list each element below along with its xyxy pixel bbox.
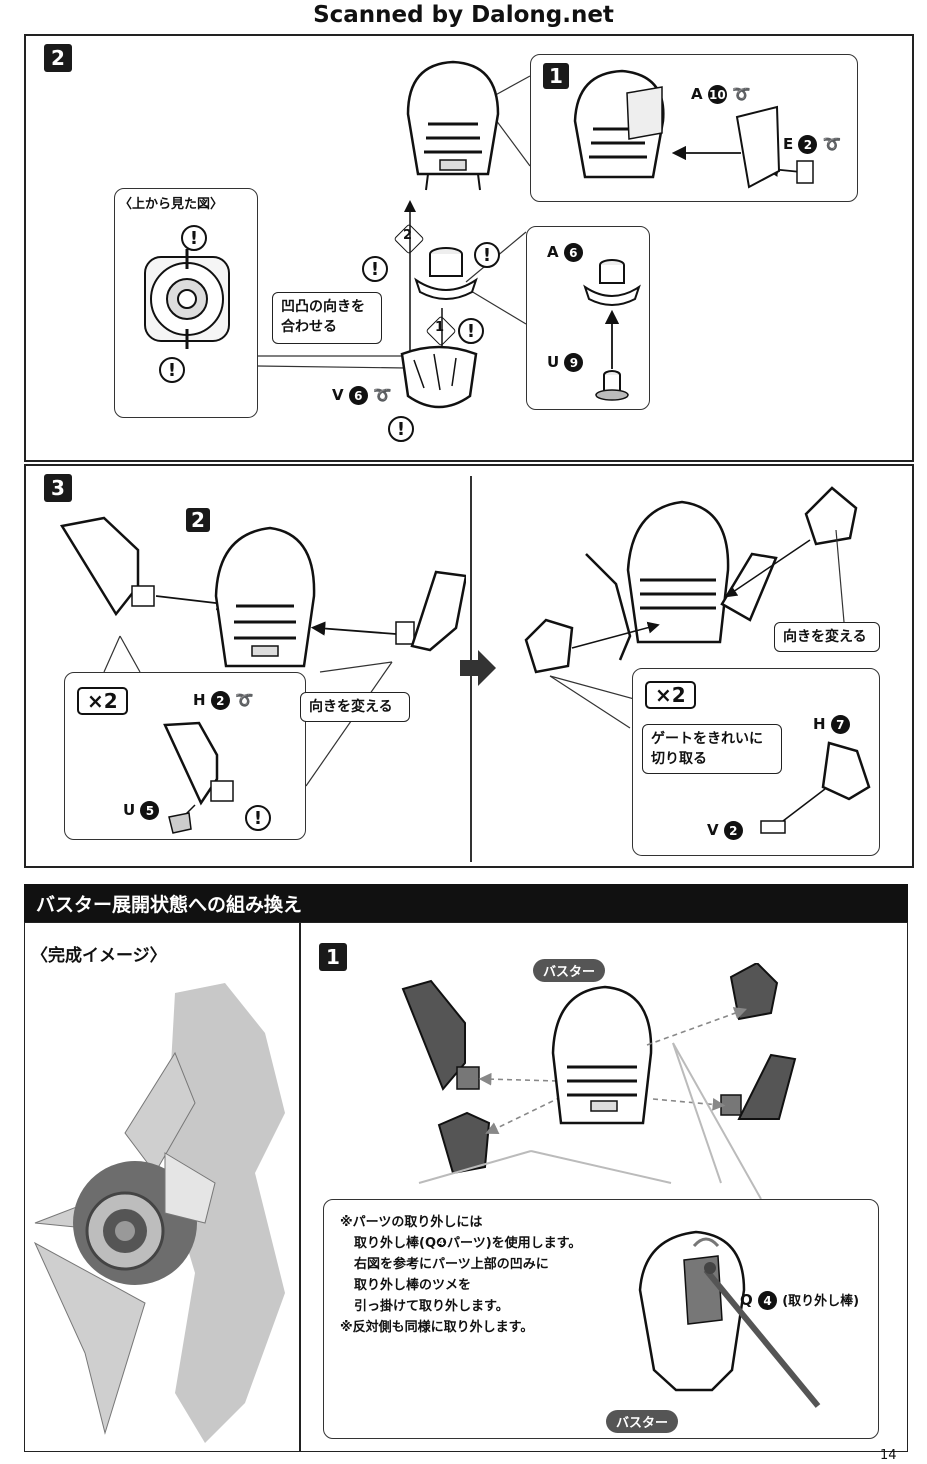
step3-left-assembly xyxy=(59,516,466,668)
step3-panel: 3 2 ×2 H 2 ➰ U 5 xyxy=(24,464,914,868)
complete-image-label: 〈完成イメージ〉 xyxy=(31,946,167,966)
top-view-box: 〈上から見た図〉 ! ! xyxy=(114,188,258,418)
align-note-line: 凹凸の向きを xyxy=(281,299,365,315)
part-number: 5 xyxy=(140,801,160,820)
cut-icon: ➰ xyxy=(822,135,842,153)
change-direction-note-right: 向きを変える xyxy=(774,622,880,652)
part-note: (取り外し棒) xyxy=(782,1294,860,1309)
gate-trim-note-line: 切り取る xyxy=(651,751,707,768)
buster-tag-top: バスター xyxy=(533,959,606,982)
part-letter: H xyxy=(193,691,206,709)
cut-icon: ➰ xyxy=(732,85,751,103)
a6-u9-box: A 6 U 9 xyxy=(526,226,650,410)
step3-badge: 3 xyxy=(44,474,72,502)
instruction-line: 取り外し棒のツメを xyxy=(354,1278,472,1294)
part-label-u5: U 5 xyxy=(123,801,160,820)
page-number: 14 xyxy=(880,1448,897,1463)
step3-right-assembly xyxy=(524,486,858,674)
instruction-line: 取り外し棒(Q❹パーツ)を使用します。 xyxy=(354,1236,582,1252)
part-label-h2: H 2 ➰ xyxy=(193,691,254,710)
instruction-line: 右図を参考にパーツ上部の凹みに xyxy=(354,1257,549,1273)
part-letter: A xyxy=(691,85,703,103)
buster-step1-panel: 1 バスター ※パーツの取り外しには 取り外し棒(Q❹パーツ)を使用します。 右… xyxy=(300,922,908,1452)
part-number: 4 xyxy=(758,1291,777,1310)
instruction-line: ※パーツの取り外しには xyxy=(340,1215,483,1230)
part-number: 10 xyxy=(707,85,727,104)
warning-icon: ! xyxy=(474,242,500,268)
buster-step1-badge: 1 xyxy=(319,943,347,971)
align-note: 凹凸の向きを 合わせる xyxy=(272,292,382,344)
part-number: 6 xyxy=(563,243,583,262)
top-view-label: 〈上から見た図〉 xyxy=(119,197,224,212)
warning-icon: ! xyxy=(362,256,388,282)
buster-callout-lines xyxy=(418,1042,762,1200)
warning-icon: ! xyxy=(245,805,271,831)
part-label-a6: A 6 xyxy=(547,243,583,262)
part-letter: V xyxy=(332,386,344,404)
buster-section-header: バスター展開状態への組み換え xyxy=(24,884,908,922)
part-letter: V xyxy=(707,821,719,839)
part-number: 2 xyxy=(723,821,743,840)
cut-icon: ➰ xyxy=(235,691,254,709)
removal-tool-illustration xyxy=(638,1230,821,1408)
instruction-line: 引っ掛けて取り外します。 xyxy=(354,1299,509,1315)
buster-disassembly-illustration xyxy=(401,963,797,1175)
warning-icon: ! xyxy=(181,225,207,251)
part-number: 9 xyxy=(564,353,584,372)
step2-badge: 2 xyxy=(44,44,72,72)
order-number-2: 2 xyxy=(403,228,413,243)
h2-u5-illustration xyxy=(163,721,234,834)
collar-part-illustration xyxy=(414,247,478,300)
order-number-1: 1 xyxy=(435,320,445,335)
substep1-arrows xyxy=(671,105,814,189)
a6-u9-illustration xyxy=(583,259,641,401)
part-label-u9: U 9 xyxy=(547,353,584,372)
part-letter: E xyxy=(783,135,794,153)
part-number: 6 xyxy=(348,386,368,405)
part-letter: H xyxy=(813,715,826,733)
change-direction-note-left: 向きを変える xyxy=(300,692,410,722)
part-letter: U xyxy=(123,801,136,819)
part-letter: Q xyxy=(740,1291,753,1309)
part-letter: U xyxy=(547,353,560,371)
buster-tag-bottom: バスター xyxy=(606,1410,679,1433)
part-number: 7 xyxy=(830,715,850,734)
gate-trim-note: ゲートをきれいに 切り取る xyxy=(642,724,782,774)
part-letter: A xyxy=(547,243,559,261)
h7-v2-illustration xyxy=(760,741,871,834)
part-label-a10: A 10 ➰ xyxy=(691,85,751,104)
top-view-illustration xyxy=(144,249,230,349)
warning-icon: ! xyxy=(388,416,414,442)
part-label-v2: V 2 xyxy=(707,821,743,840)
part-number: 2 xyxy=(798,135,818,154)
step2-panel: 2 〈上から見た図〉 ! ! 1 xyxy=(24,34,914,462)
part-label-h7: H 7 xyxy=(813,715,850,734)
part-label-v6: V 6 ➰ xyxy=(332,386,392,405)
removal-instructions: ※パーツの取り外しには 取り外し棒(Q❹パーツ)を使用します。 右図を参考にパー… xyxy=(340,1212,581,1338)
step3-left-detail-box: ×2 H 2 ➰ U 5 ! xyxy=(64,672,306,840)
complete-image-illustration xyxy=(33,983,285,1443)
times2-badge: ×2 xyxy=(645,681,696,709)
scan-watermark: Scanned by Dalong.net xyxy=(313,2,614,28)
times2-badge: ×2 xyxy=(77,687,128,715)
removal-instruction-box: ※パーツの取り外しには 取り外し棒(Q❹パーツ)を使用します。 右図を参考にパー… xyxy=(323,1199,879,1439)
head-assembly-illustration xyxy=(406,60,500,191)
base-cup-illustration xyxy=(400,345,478,409)
instruction-line: ※反対側も同様に取り外します。 xyxy=(340,1320,534,1336)
complete-image-panel: 〈完成イメージ〉 xyxy=(24,922,300,1452)
part-label-e2: E 2 ➰ xyxy=(783,135,841,154)
step3-ref-badge: 2 xyxy=(186,508,210,532)
substep1-head-illustration xyxy=(573,69,665,179)
cut-icon: ➰ xyxy=(373,386,392,404)
warning-icon: ! xyxy=(159,357,185,383)
gate-trim-note-line: ゲートをきれいに xyxy=(651,731,763,747)
step3-transition-arrow xyxy=(460,650,496,686)
align-note-line: 合わせる xyxy=(281,319,337,336)
substep1-box: 1 A 10 ➰ E 2 ➰ xyxy=(530,54,858,202)
step3-left-callout-lines xyxy=(103,635,393,787)
substep1-badge: 1 xyxy=(543,63,569,89)
part-number: 2 xyxy=(210,691,230,710)
part-label-q4: Q 4 (取り外し棒) xyxy=(740,1290,859,1310)
warning-icon: ! xyxy=(458,318,484,344)
